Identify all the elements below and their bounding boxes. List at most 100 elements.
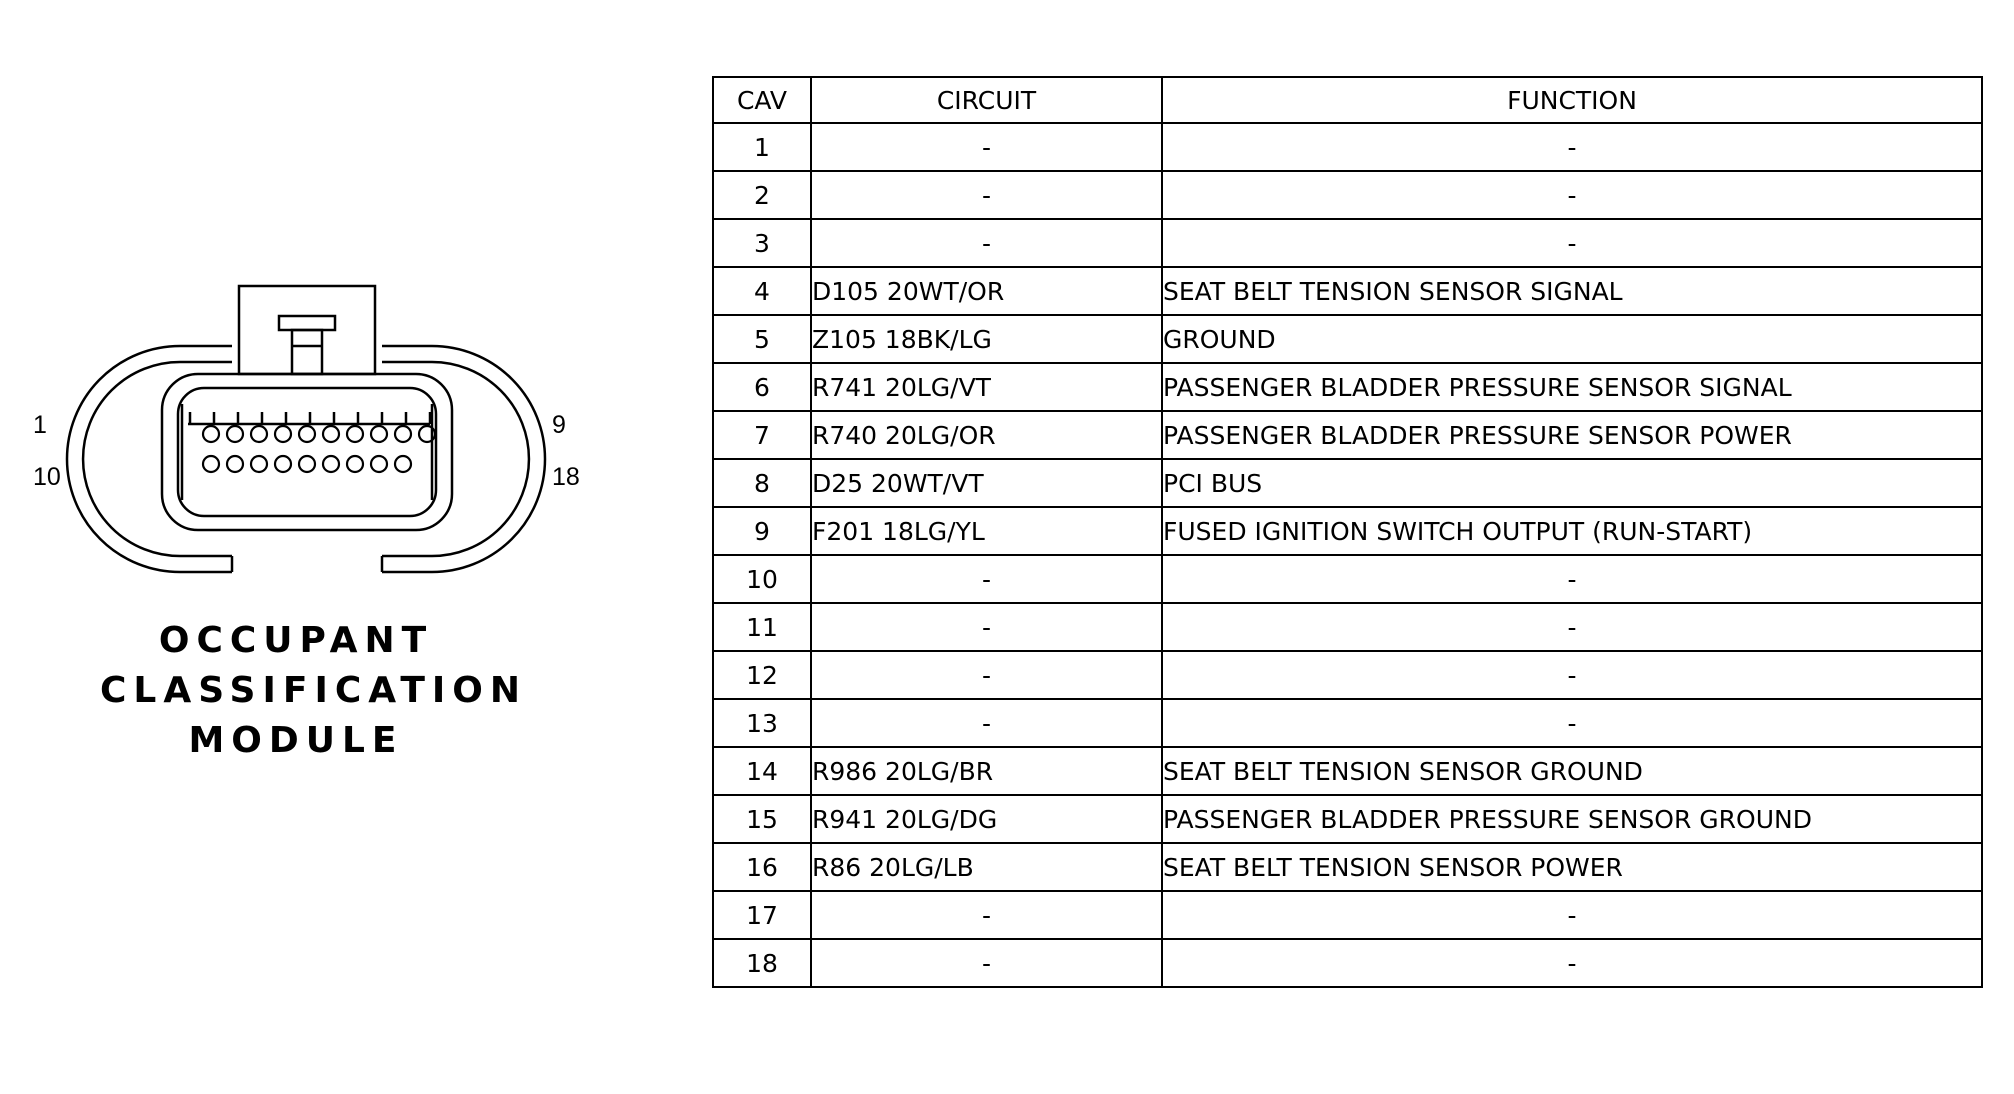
table-row: 1-- bbox=[712, 122, 1983, 172]
function-cell: SEAT BELT TENSION SENSOR SIGNAL bbox=[1161, 266, 1983, 316]
cav-cell: 6 bbox=[712, 362, 812, 412]
cav-cell: 13 bbox=[712, 698, 812, 748]
table-row: 12-- bbox=[712, 650, 1983, 700]
cav-cell: 9 bbox=[712, 506, 812, 556]
function-cell: - bbox=[1161, 170, 1983, 220]
cav-cell: 12 bbox=[712, 650, 812, 700]
function-cell: PCI BUS bbox=[1161, 458, 1983, 508]
circuit-cell: R740 20LG/OR bbox=[810, 410, 1163, 460]
pin-cavity-circle bbox=[249, 424, 269, 444]
function-cell: - bbox=[1161, 938, 1983, 988]
circuit-cell: - bbox=[810, 602, 1163, 652]
pin-label-10: 10 bbox=[33, 463, 61, 491]
connector-inner-shell-right bbox=[382, 360, 531, 558]
function-cell: - bbox=[1161, 602, 1983, 652]
connector-face-diagram bbox=[65, 284, 547, 574]
function-cell: - bbox=[1161, 698, 1983, 748]
function-cell: SEAT BELT TENSION SENSOR POWER bbox=[1161, 842, 1983, 892]
pin-cavity-circle bbox=[297, 454, 317, 474]
connector-pin-housing bbox=[160, 372, 454, 532]
circuit-cell: D105 20WT/OR bbox=[810, 266, 1163, 316]
table-row: 10-- bbox=[712, 554, 1983, 604]
module-title-line: OCCUPANT bbox=[158, 620, 434, 661]
top-pin-row bbox=[188, 412, 432, 426]
pin-cavity-circle bbox=[321, 454, 341, 474]
cav-cell: 2 bbox=[712, 170, 812, 220]
cav-cell: 16 bbox=[712, 842, 812, 892]
function-cell: PASSENGER BLADDER PRESSURE SENSOR GROUND bbox=[1161, 794, 1983, 844]
circuit-cell: D25 20WT/VT bbox=[810, 458, 1163, 508]
cav-cell: 5 bbox=[712, 314, 812, 364]
cav-cell: 17 bbox=[712, 890, 812, 940]
circuit-cell: - bbox=[810, 890, 1163, 940]
function-cell: SEAT BELT TENSION SENSOR GROUND bbox=[1161, 746, 1983, 796]
pin-cavity-circle bbox=[225, 424, 245, 444]
table-row: 2-- bbox=[712, 170, 1983, 220]
header-cav: CAV bbox=[712, 76, 812, 124]
pin-cavity-circle bbox=[249, 454, 269, 474]
pin-cavity-circle bbox=[393, 454, 413, 474]
pin-cavity-circle bbox=[201, 454, 221, 474]
pin-cavity-circle bbox=[273, 454, 293, 474]
table-row: 11-- bbox=[712, 602, 1983, 652]
pin-cavity-circle bbox=[225, 454, 245, 474]
connector-outer-shell-right bbox=[382, 344, 547, 574]
circuit-cell: F201 18LG/YL bbox=[810, 506, 1163, 556]
pin-label-9: 9 bbox=[552, 411, 566, 439]
function-cell: - bbox=[1161, 650, 1983, 700]
connector-outer-shell-left bbox=[65, 344, 232, 574]
pin-cavity-circle bbox=[297, 424, 317, 444]
cav-cell: 8 bbox=[712, 458, 812, 508]
header-function: FUNCTION bbox=[1161, 76, 1983, 124]
pin-cavity-circle bbox=[345, 424, 365, 444]
circuit-cell: - bbox=[810, 938, 1163, 988]
circuit-cell: Z105 18BK/LG bbox=[810, 314, 1163, 364]
pin-label-18: 18 bbox=[552, 463, 580, 491]
circuit-cell: R941 20LG/DG bbox=[810, 794, 1163, 844]
circuit-cell: - bbox=[810, 650, 1163, 700]
pin-label-1: 1 bbox=[33, 411, 47, 439]
connector-inner-shell-left bbox=[81, 360, 232, 558]
function-cell: FUSED IGNITION SWITCH OUTPUT (RUN-START) bbox=[1161, 506, 1983, 556]
circuit-cell: - bbox=[810, 698, 1163, 748]
function-cell: - bbox=[1161, 218, 1983, 268]
pin-cavity-circle bbox=[393, 424, 413, 444]
pin-cavity-circle bbox=[417, 424, 437, 444]
circuit-cell: - bbox=[810, 554, 1163, 604]
table-row: 13-- bbox=[712, 698, 1983, 748]
function-cell: PASSENGER BLADDER PRESSURE SENSOR POWER bbox=[1161, 410, 1983, 460]
function-cell: - bbox=[1161, 890, 1983, 940]
cav-cell: 4 bbox=[712, 266, 812, 316]
pin-cavity-circle bbox=[321, 424, 341, 444]
pin-cavity-circle bbox=[273, 424, 293, 444]
circuit-cell: - bbox=[810, 170, 1163, 220]
cav-cell: 10 bbox=[712, 554, 812, 604]
module-title: OCCUPANT CLASSIFICATION MODULE bbox=[100, 616, 528, 766]
table-row: 3-- bbox=[712, 218, 1983, 268]
cav-cell: 1 bbox=[712, 122, 812, 172]
pin-cavity-circle bbox=[345, 454, 365, 474]
pin-cavity-circle bbox=[369, 424, 389, 444]
table-row: 17-- bbox=[712, 890, 1983, 940]
function-cell: - bbox=[1161, 554, 1983, 604]
cav-cell: 18 bbox=[712, 938, 812, 988]
function-cell: PASSENGER BLADDER PRESSURE SENSOR SIGNAL bbox=[1161, 362, 1983, 412]
pin-cavity-circle bbox=[369, 454, 389, 474]
circuit-cell: R86 20LG/LB bbox=[810, 842, 1163, 892]
table-row: 18-- bbox=[712, 938, 1983, 988]
cav-cell: 11 bbox=[712, 602, 812, 652]
header-circuit: CIRCUIT bbox=[810, 76, 1163, 124]
cav-cell: 14 bbox=[712, 746, 812, 796]
circuit-cell: R741 20LG/VT bbox=[810, 362, 1163, 412]
module-title-line: CLASSIFICATION bbox=[100, 670, 528, 711]
